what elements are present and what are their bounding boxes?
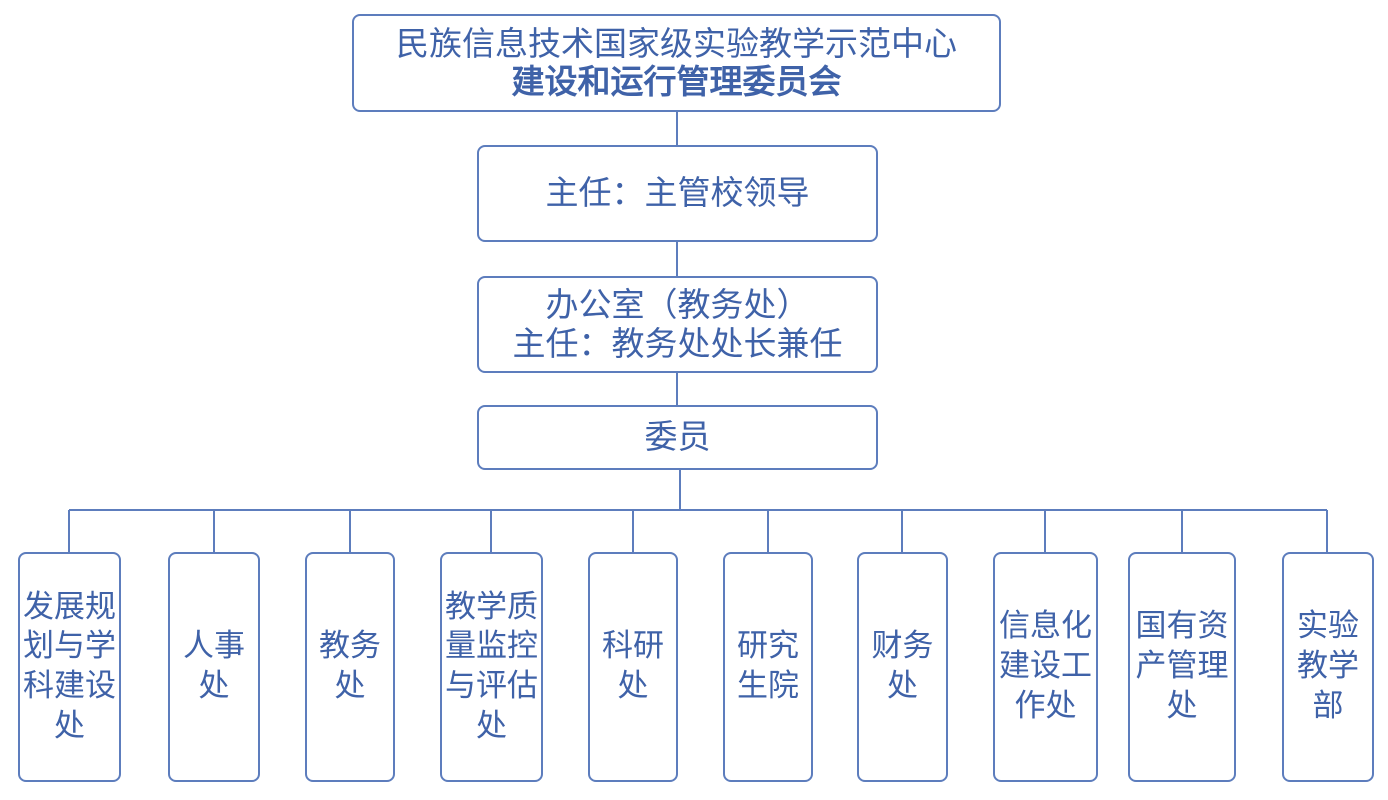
- department-label-state-assets: 国有资产管理处: [1135, 608, 1229, 724]
- department-label-experimental-teaching: 实验教学部: [1297, 608, 1359, 724]
- department-box-development-planning: 发展规划与学科建设处: [18, 552, 121, 782]
- department-box-informatization: 信息化建设工作处: [993, 552, 1098, 782]
- department-box-teaching-quality: 教学质量监控与评估处: [440, 552, 543, 782]
- department-label-research: 科研处: [602, 628, 664, 704]
- department-box-experimental-teaching: 实验教学部: [1282, 552, 1374, 782]
- department-label-academic-affairs: 教务处: [319, 628, 381, 704]
- department-label-graduate-school: 研究生院: [737, 628, 799, 704]
- department-label-teaching-quality: 教学质量监控与评估处: [445, 588, 538, 744]
- department-box-research: 科研处: [588, 552, 678, 782]
- director-label: 主任：主管校领导: [545, 173, 810, 213]
- director-box: 主任：主管校领导: [477, 145, 878, 242]
- department-label-informatization: 信息化建设工作处: [999, 608, 1092, 724]
- office-box: 办公室（教务处） 主任：教务处处长兼任: [477, 276, 878, 373]
- committee-title-line-2: 建设和运行管理委员会: [511, 62, 842, 101]
- office-label-line-2: 主任：教务处处长兼任: [512, 323, 843, 363]
- department-box-academic-affairs: 教务处: [305, 552, 395, 782]
- members-box: 委员: [477, 405, 878, 470]
- department-label-personnel: 人事处: [183, 628, 245, 704]
- committee-box: 民族信息技术国家级实验教学示范中心 建设和运行管理委员会: [352, 14, 1001, 112]
- members-label: 委员: [644, 417, 711, 457]
- committee-title-line-1: 民族信息技术国家级实验教学示范中心: [396, 23, 957, 63]
- department-label-finance: 财务处: [871, 628, 934, 704]
- department-box-graduate-school: 研究生院: [723, 552, 813, 782]
- department-box-finance: 财务处: [857, 552, 948, 782]
- department-box-personnel: 人事处: [168, 552, 260, 782]
- department-box-state-assets: 国有资产管理处: [1128, 552, 1236, 782]
- office-label-line-1: 办公室（教务处）: [545, 285, 810, 325]
- department-label-development-planning: 发展规划与学科建设处: [23, 588, 116, 744]
